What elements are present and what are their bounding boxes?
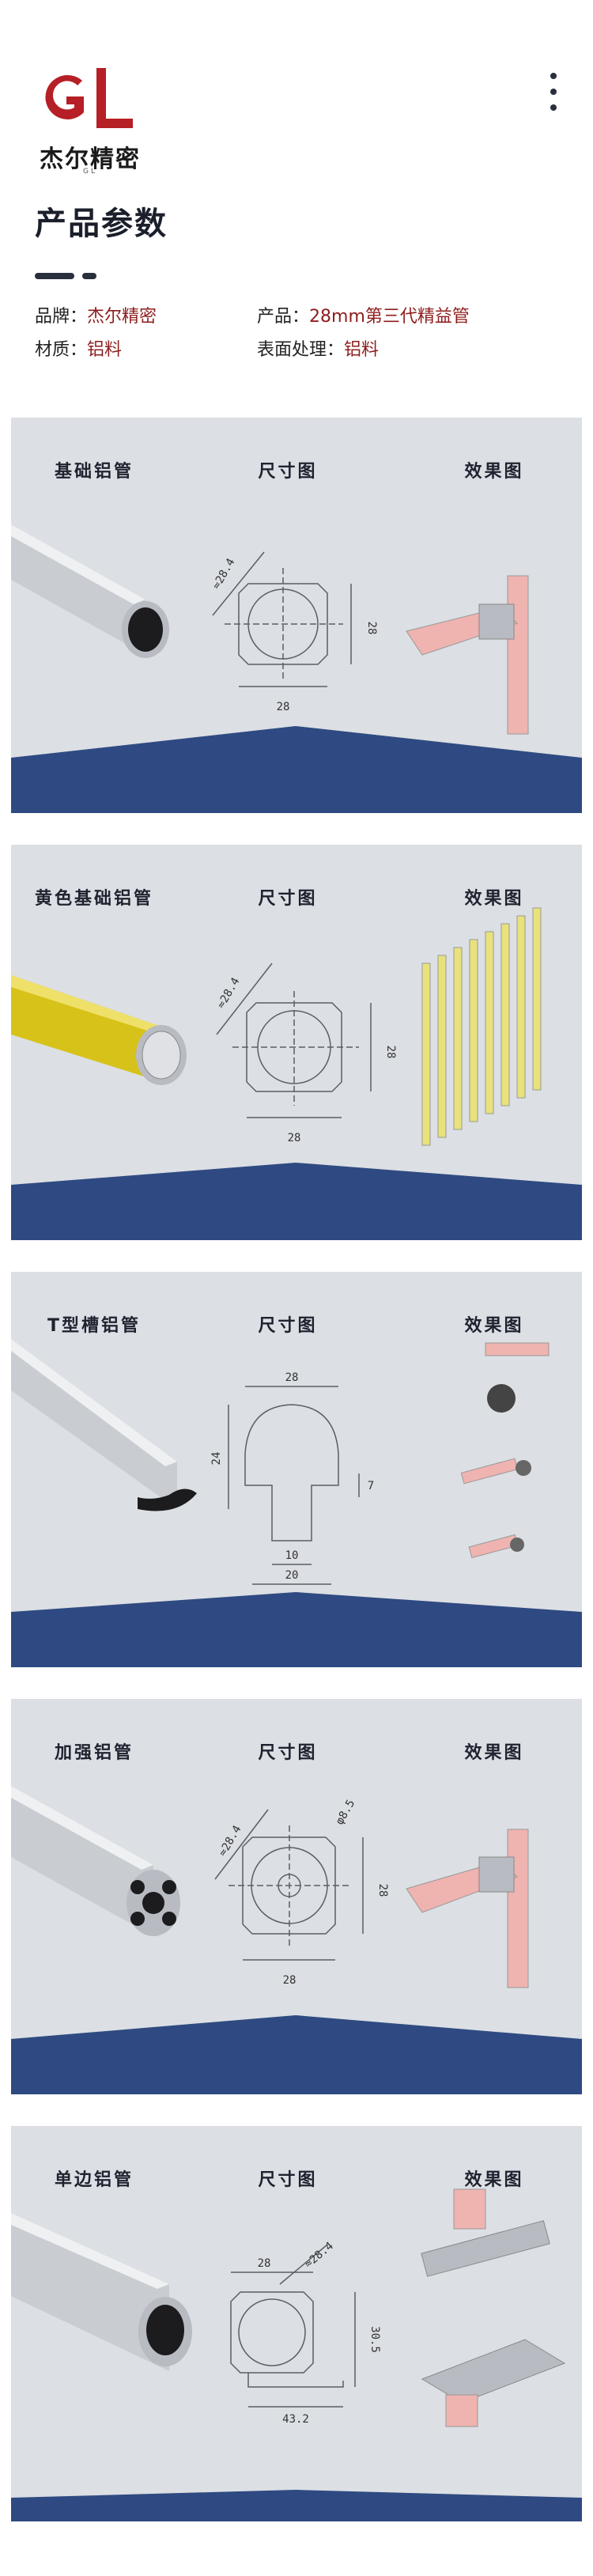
dimension-header: 尺寸图 bbox=[258, 889, 318, 909]
page-title: 产品参数 bbox=[35, 206, 168, 242]
effect-image bbox=[421, 2188, 566, 2427]
spec-product: 产品：28mm第三代精益管 bbox=[257, 302, 470, 327]
dim-height: 28 bbox=[384, 1046, 397, 1059]
effect-header: 效果图 bbox=[464, 462, 524, 482]
spec-label: 品牌： bbox=[35, 307, 88, 327]
effect-image bbox=[406, 1829, 529, 1988]
spec-value: 铝料 bbox=[344, 340, 380, 360]
card-background bbox=[11, 726, 582, 813]
spec-value: 杰尔精密 bbox=[87, 307, 157, 327]
t-slot-tube-image bbox=[11, 1339, 197, 1511]
dimension-drawing bbox=[230, 2244, 356, 2408]
spec-value: 铝料 bbox=[87, 340, 123, 360]
card-background bbox=[11, 2490, 582, 2521]
effect-image bbox=[406, 575, 529, 735]
spec-label: 材质： bbox=[35, 340, 88, 360]
dimension-drawing bbox=[212, 551, 352, 687]
dimension-header: 尺寸图 bbox=[258, 1743, 318, 1763]
card-background bbox=[11, 2015, 582, 2094]
spec-value: 28mm第三代精益管 bbox=[309, 307, 470, 327]
yellow-tube-image bbox=[11, 975, 187, 1085]
title-underline bbox=[35, 273, 74, 279]
page-header: 杰尔精密 GL 产品参数 品牌：杰尔精密 产品：28mm第三代精益管 材质：铝料… bbox=[0, 0, 593, 411]
effect-header: 效果图 bbox=[464, 1316, 524, 1336]
title-underline-dot bbox=[82, 273, 96, 279]
product-card-basic: 基础铝管 尺寸图 效果图 28 28 ≈28.4 bbox=[11, 418, 582, 813]
reinforced-tube-image bbox=[11, 1786, 180, 1936]
dim-diagonal: ≈28.4 bbox=[302, 2240, 336, 2271]
dim-top: 28 bbox=[258, 2257, 271, 2270]
dimension-header: 尺寸图 bbox=[258, 1316, 318, 1336]
dim-bottom: 43.2 bbox=[282, 2413, 309, 2426]
more-dots-icon bbox=[550, 89, 557, 95]
dim-height: 28 bbox=[365, 622, 378, 635]
more-dots-icon bbox=[550, 104, 557, 111]
dim-inner: 10 bbox=[285, 1549, 299, 1562]
product-illustrations: 28 28 ≈28.4 bbox=[11, 907, 542, 1146]
dimension-header: 尺寸图 bbox=[258, 2170, 318, 2190]
dimension-drawing bbox=[214, 1809, 364, 1961]
dim-top: 28 bbox=[285, 1371, 299, 1384]
product-name: 基础铝管 bbox=[54, 462, 134, 482]
dim-diagonal: ≈28.4 bbox=[217, 1823, 244, 1859]
dim-width: 28 bbox=[283, 1974, 296, 1987]
dimension-header: 尺寸图 bbox=[258, 462, 318, 482]
spec-surface: 表面处理：铝料 bbox=[257, 335, 379, 361]
product-name: 加强铝管 bbox=[54, 1743, 134, 1763]
effect-header: 效果图 bbox=[464, 1743, 524, 1763]
gl-logo-icon bbox=[45, 68, 133, 128]
effect-image bbox=[421, 907, 542, 1146]
dim-height: 24 bbox=[210, 1452, 223, 1466]
dim-bottom: 20 bbox=[285, 1569, 299, 1582]
product-name: 黄色基础铝管 bbox=[34, 889, 153, 909]
product-card-single-side: 单边铝管 尺寸图 效果图 28 ≈28.4 30.5 43.2 bbox=[11, 2126, 582, 2521]
more-menu-button[interactable] bbox=[546, 73, 561, 120]
spec-label: 产品： bbox=[257, 307, 310, 327]
brand-abbrev: GL bbox=[83, 168, 97, 176]
dim-inner: φ8.5 bbox=[334, 1798, 358, 1827]
product-illustrations: 28 28 ≈28.4 φ8.5 bbox=[11, 1786, 529, 1988]
dim-diagonal: ≈28.4 bbox=[215, 975, 243, 1011]
product-name: 单边铝管 bbox=[54, 2170, 134, 2190]
card-background bbox=[11, 1592, 582, 1667]
brand-logo[interactable]: 杰尔精密 GL bbox=[35, 57, 145, 176]
spec-brand: 品牌：杰尔精密 bbox=[35, 302, 157, 327]
product-name: T型槽铝管 bbox=[47, 1316, 141, 1336]
product-card-t-slot: T型槽铝管 尺寸图 效果图 28 24 7 10 20 bbox=[11, 1272, 582, 1667]
effect-header: 效果图 bbox=[464, 889, 524, 909]
dim-height: 28 bbox=[376, 1884, 389, 1897]
product-card-yellow: 黄色基础铝管 尺寸图 效果图 28 28 ≈28.4 bbox=[11, 845, 582, 1240]
card-background bbox=[11, 1163, 582, 1240]
dim-slot: 7 bbox=[368, 1480, 374, 1492]
dim-width: 28 bbox=[277, 701, 290, 713]
aluminum-tube-image bbox=[11, 524, 169, 658]
product-card-reinforced: 加强铝管 尺寸图 效果图 28 28 ≈28.4 φ8.5 bbox=[11, 1699, 582, 2094]
dimension-drawing bbox=[216, 963, 372, 1118]
dim-diagonal: ≈28.4 bbox=[210, 556, 238, 592]
effect-header: 效果图 bbox=[464, 2170, 524, 2190]
product-illustrations: 28 ≈28.4 30.5 43.2 bbox=[11, 2188, 566, 2427]
effect-image bbox=[460, 1342, 550, 1559]
product-illustrations: 28 24 7 10 20 bbox=[11, 1339, 550, 1585]
brand-name: 杰尔精密 bbox=[40, 146, 141, 173]
product-illustrations: 28 28 ≈28.4 bbox=[11, 524, 529, 735]
dim-width: 28 bbox=[288, 1132, 301, 1144]
spec-material: 材质：铝料 bbox=[35, 335, 122, 361]
dimension-drawing bbox=[228, 1386, 360, 1585]
dim-height: 30.5 bbox=[368, 2326, 381, 2353]
single-side-tube-image bbox=[11, 2213, 192, 2371]
spec-label: 表面处理： bbox=[257, 340, 345, 360]
more-dots-icon bbox=[550, 73, 557, 79]
